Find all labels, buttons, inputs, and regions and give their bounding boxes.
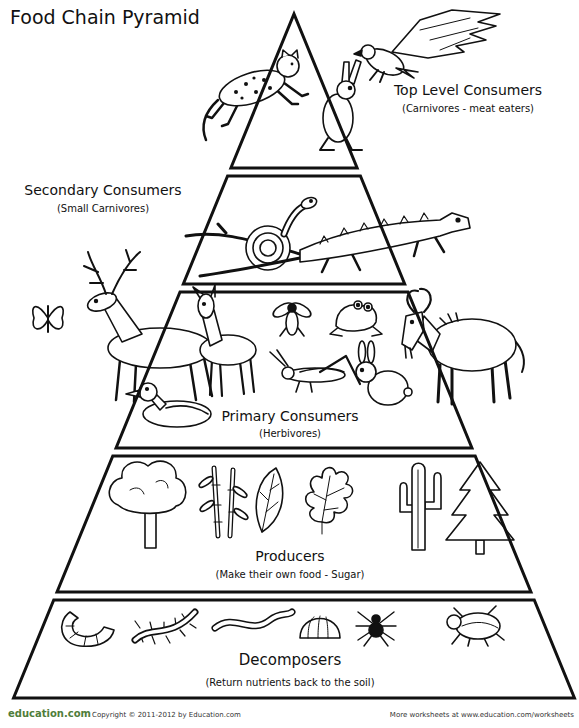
cactus [400, 463, 441, 550]
band-subheading: (Small Carnivores) [55, 203, 151, 215]
iguana [200, 213, 470, 276]
band-outline [57, 456, 531, 592]
nymph [447, 606, 504, 646]
wildebeest [402, 289, 524, 404]
spider [356, 612, 396, 646]
band-heading: Producers [253, 548, 326, 565]
band-heading: Top Level Consumers [392, 82, 544, 99]
bamboo [198, 468, 250, 536]
rabbit [356, 341, 412, 405]
pill-bug [300, 616, 340, 638]
grub [62, 612, 114, 646]
leaf [256, 468, 282, 532]
band-outline [231, 14, 357, 168]
secondary-consumers-band: Secondary Consumers (Small Carnivores) [0, 172, 579, 288]
frog [330, 301, 382, 336]
pine-tree [446, 462, 514, 554]
band-outline [116, 292, 472, 448]
decomposers-band: Decomposers (Return nutrients back to the… [0, 596, 579, 702]
eagle [354, 10, 500, 82]
top-consumers-band: Top Level Consumers (Carnivores - meat ea… [0, 10, 579, 172]
footer-note: More worksheets at www.education.com/wor… [390, 711, 574, 719]
producers-band: Producers (Make their own food - Sugar) [0, 452, 579, 596]
cheetah [203, 50, 308, 140]
logo-text: education.com [8, 708, 91, 720]
band-heading: Secondary Consumers [22, 182, 183, 199]
band-heading: Decomposers [237, 651, 344, 669]
butterfly [33, 306, 63, 332]
title: Food Chain Pyramid [10, 6, 200, 29]
worm [215, 612, 292, 628]
centipede [135, 612, 196, 644]
primary-consumers-band: Primary Consumers (Herbivores) [0, 288, 579, 452]
tree [109, 461, 185, 548]
band-subheading: (Make their own food - Sugar) [214, 569, 367, 581]
band-subheading: (Herbivores) [257, 428, 323, 440]
fly [271, 300, 313, 336]
band-heading: Primary Consumers [219, 408, 360, 425]
band-subheading: (Return nutrients back to the soil) [203, 677, 376, 689]
stag [84, 250, 212, 402]
copyright-note: Copyright © 2011-2012 by Education.com [92, 711, 241, 719]
band-outline [14, 600, 575, 698]
oak-leaf [306, 468, 353, 534]
doe [193, 285, 256, 396]
hare [320, 60, 362, 150]
band-subheading: (Carnivores - meat eaters) [400, 103, 536, 115]
band-outline [183, 176, 404, 284]
grasshopper [270, 350, 360, 392]
